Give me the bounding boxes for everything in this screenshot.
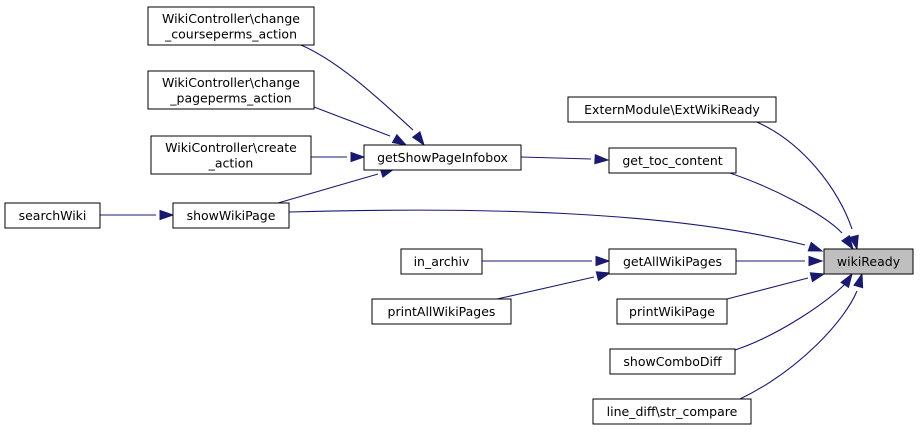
- node-label: ExternModule\ExtWikiReady: [584, 102, 760, 117]
- node-label: searchWiki: [19, 208, 87, 223]
- arrowhead-icon: [411, 131, 425, 147]
- edge-str-compare-to-wiki-ready: [739, 272, 864, 400]
- node-box: [608, 248, 737, 275]
- arrowhead-icon: [594, 154, 610, 165]
- node-box: [400, 248, 483, 275]
- nodes: wikiReady ExternModule\ExtWikiReady get_to…: [4, 6, 914, 425]
- node-search-wiki[interactable]: searchWiki: [4, 202, 101, 229]
- edge-print-wiki-page-to-wiki-ready: [726, 272, 826, 300]
- edge-line: [277, 173, 379, 204]
- node-get-toc-content[interactable]: get_toc_content: [608, 147, 737, 174]
- node-box: [567, 96, 777, 123]
- node-box: [609, 348, 736, 375]
- node-label: in_archiv: [414, 254, 470, 269]
- edge-show-wiki-page-to-get-show-page-infobox: [277, 168, 396, 204]
- node-get-all-wiki-pages[interactable]: getAllWikiPages: [608, 248, 737, 275]
- edge-print-all-wiki-pages-to-get-all-wiki-pages: [496, 271, 612, 300]
- node-box: [592, 398, 752, 425]
- arrowhead-icon: [853, 272, 864, 289]
- node-box: [823, 248, 914, 275]
- edge-in-archiv-to-get-all-wiki-pages: [482, 255, 611, 267]
- arrowhead-icon: [807, 241, 824, 252]
- arrowhead-icon: [159, 209, 175, 221]
- arrowhead-icon: [809, 272, 826, 283]
- node-label: getShowPageInfobox: [377, 150, 508, 165]
- node-label: get_toc_content: [622, 153, 722, 168]
- edge-line: [496, 276, 595, 300]
- node-box: [371, 298, 512, 325]
- node-label: showComboDiff: [623, 354, 722, 369]
- node-box: [363, 144, 522, 171]
- node-wiki-ready[interactable]: wikiReady: [823, 248, 914, 275]
- arrowhead-icon: [841, 234, 854, 251]
- arrowhead-icon: [595, 255, 611, 267]
- node-label: wikiReady: [837, 254, 901, 269]
- edge-line: [751, 119, 853, 230]
- node-change-courseperms[interactable]: WikiController\change_courseperms_action: [147, 6, 315, 46]
- node-show-combo-diff[interactable]: showComboDiff: [609, 348, 736, 375]
- node-box: [147, 70, 315, 110]
- edge-search-wiki-to-show-wiki-page: [100, 209, 175, 221]
- node-label: printAllWikiPages: [388, 304, 496, 319]
- edge-get-all-wiki-pages-to-wiki-ready: [736, 255, 824, 267]
- edge-line: [726, 171, 843, 234]
- node-create-action[interactable]: WikiController\create_action: [150, 135, 312, 175]
- edges: [100, 44, 864, 400]
- edge-change-pageperms-to-get-show-page-infobox: [313, 106, 408, 146]
- edge-show-wiki-page-to-wiki-ready: [288, 209, 824, 252]
- node-box: [608, 147, 737, 174]
- edge-line: [726, 277, 809, 300]
- node-in-archiv[interactable]: in_archiv: [400, 248, 483, 275]
- node-box: [147, 6, 315, 46]
- edge-create-action-to-get-show-page-infobox: [311, 151, 366, 163]
- arrowhead-icon: [391, 133, 408, 146]
- node-show-wiki-page[interactable]: showWikiPage: [172, 202, 290, 229]
- node-box: [150, 135, 312, 175]
- edge-extern-module-to-wiki-ready: [751, 119, 859, 251]
- node-label: _action: [208, 155, 254, 170]
- node-box: [616, 298, 728, 325]
- node-label: showWikiPage: [187, 208, 276, 223]
- node-box: [172, 202, 290, 229]
- node-label: line_diff\str_compare: [607, 404, 738, 419]
- edge-line: [734, 282, 847, 351]
- node-change-pageperms[interactable]: WikiController\change_pageperms_action: [147, 70, 315, 110]
- node-label: WikiController\change: [162, 11, 300, 26]
- node-extern-module[interactable]: ExternModule\ExtWikiReady: [567, 96, 777, 123]
- edge-get-show-page-infobox-to-get-toc-content: [520, 154, 610, 165]
- edge-change-courseperms-to-get-show-page-infobox: [300, 44, 425, 147]
- node-str-compare[interactable]: line_diff\str_compare: [592, 398, 752, 425]
- node-label: _pageperms_action: [169, 90, 291, 105]
- node-print-all-wiki-pages[interactable]: printAllWikiPages: [371, 298, 512, 325]
- edge-get-toc-content-to-wiki-ready: [726, 171, 854, 251]
- edge-line: [739, 290, 858, 400]
- edge-line: [313, 106, 391, 137]
- edge-show-combo-diff-to-wiki-ready: [734, 272, 853, 351]
- node-box: [4, 202, 101, 229]
- arrowhead-icon: [840, 272, 853, 289]
- edge-line: [520, 156, 592, 160]
- node-label: getAllWikiPages: [623, 254, 722, 269]
- arrowhead-icon: [350, 151, 366, 163]
- node-print-wiki-page[interactable]: printWikiPage: [616, 298, 728, 325]
- arrowhead-icon: [848, 234, 859, 251]
- edge-line: [288, 209, 806, 246]
- node-label: printWikiPage: [629, 304, 715, 319]
- edge-line: [300, 44, 414, 131]
- node-label: WikiController\create: [165, 140, 297, 155]
- arrowhead-icon: [595, 271, 612, 282]
- node-label: WikiController\change: [162, 75, 300, 90]
- arrowhead-icon: [808, 255, 824, 267]
- node-get-show-page-infobox[interactable]: getShowPageInfobox: [363, 144, 522, 171]
- node-label: _courseperms_action: [164, 26, 297, 41]
